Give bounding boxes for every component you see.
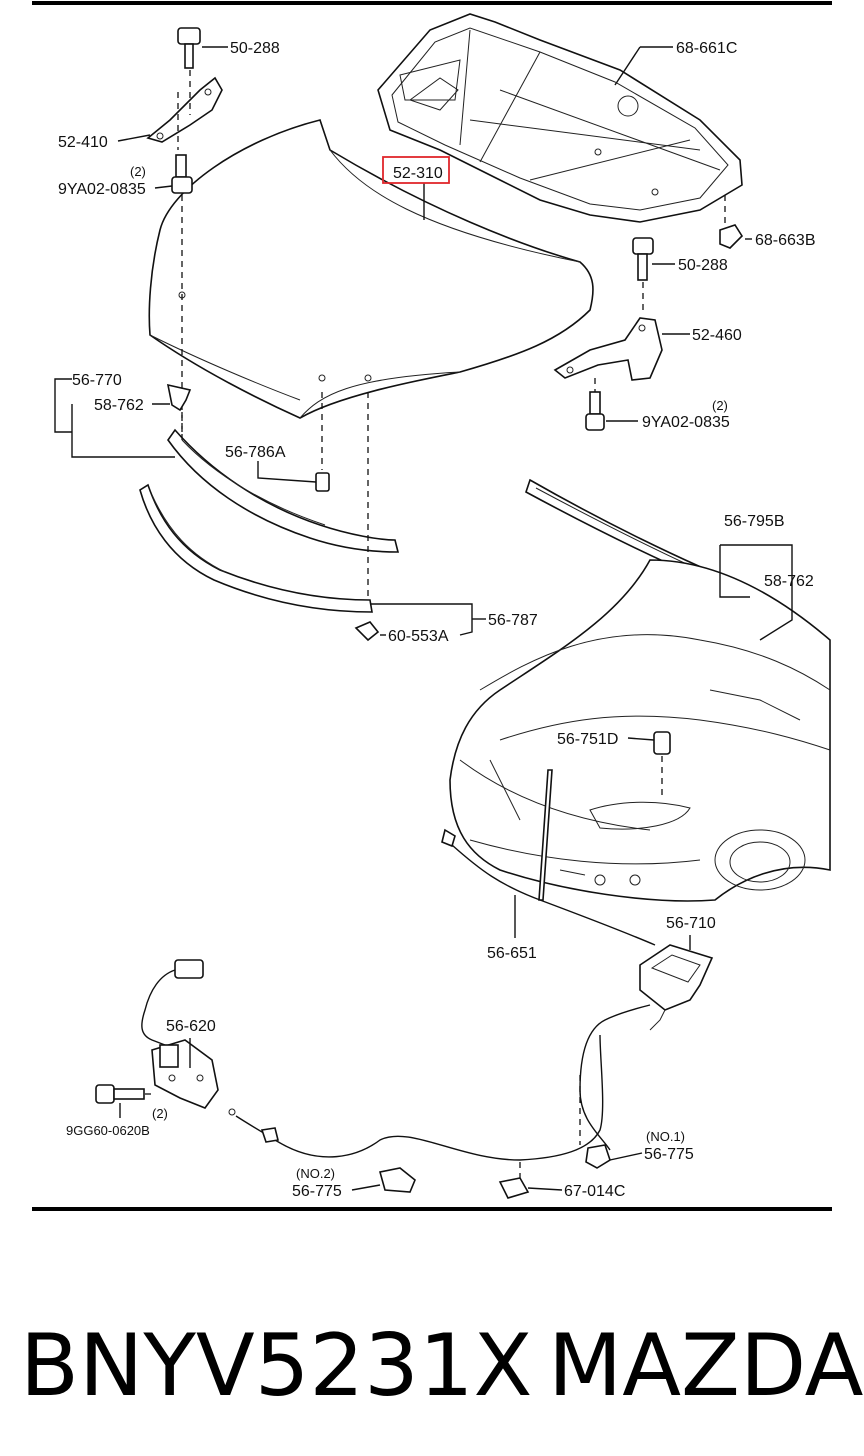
- label-52-460: 52-460: [692, 327, 742, 344]
- label-56-775-no1: 56-775: [644, 1146, 694, 1163]
- label-50-288-right: 50-288: [678, 257, 728, 274]
- label-52-410: 52-410: [58, 134, 108, 151]
- label-9ya02-0835-left: 9YA02-0835: [58, 181, 146, 198]
- cable-clip-no2: [378, 1167, 416, 1193]
- label-67-014c: 67-014C: [564, 1183, 625, 1200]
- label-no2: (NO.2): [296, 1166, 335, 1181]
- hood-prop-rod: [538, 769, 553, 901]
- label-9gg60-0620b: 9GG60-0620B: [66, 1123, 150, 1138]
- cable-clip-67-014c: [498, 1177, 530, 1199]
- clip-60-553a: [354, 621, 380, 642]
- release-cable: [441, 828, 656, 946]
- cable-clip-no1: [585, 1144, 611, 1169]
- hood-hinge-left: [146, 27, 223, 194]
- bump-stop-56-751d: [653, 731, 671, 755]
- label-qty-left-bolt: (2): [130, 164, 146, 179]
- label-56-775-no2: 56-775: [292, 1183, 342, 1200]
- highlight-box-52-310: [382, 156, 450, 184]
- label-qty-latch-bolt: (2): [152, 1106, 168, 1121]
- label-58-762-right: 58-762: [764, 573, 814, 590]
- footer-part-number: BNYV5231X: [20, 1316, 532, 1416]
- release-lever: [639, 944, 714, 1031]
- label-56-651: 56-651: [487, 945, 537, 962]
- label-9ya02-0835-right: 9YA02-0835: [642, 414, 730, 431]
- label-no1: (NO.1): [646, 1129, 685, 1144]
- label-56-620: 56-620: [166, 1018, 216, 1035]
- latch-bolt: [95, 1084, 145, 1104]
- label-qty-right-bolt: (2): [712, 398, 728, 413]
- bump-stop-56-786a: [315, 472, 330, 492]
- label-60-553a: 60-553A: [388, 628, 449, 645]
- leader-lines: [54, 46, 793, 1191]
- hood-seal-rear: [139, 483, 373, 613]
- label-68-661c: 68-661C: [676, 40, 737, 57]
- hood-seal-front: [167, 428, 400, 553]
- label-52-310: 52-310: [393, 165, 443, 182]
- hood-latch: [141, 959, 219, 1109]
- label-56-786a: 56-786A: [225, 444, 286, 461]
- label-58-762-left: 58-762: [94, 397, 144, 414]
- hood-insulator: [377, 13, 743, 223]
- label-56-795b: 56-795B: [724, 513, 785, 530]
- footer-brand: MAZDA: [548, 1316, 864, 1416]
- label-56-710: 56-710: [666, 915, 716, 932]
- label-50-288-top: 50-288: [230, 40, 280, 57]
- hood-hinge-right: [553, 224, 744, 431]
- label-56-787: 56-787: [488, 612, 538, 629]
- hood-clip-left: [166, 383, 192, 412]
- label-68-663b: 68-663B: [755, 232, 816, 249]
- label-56-751d: 56-751D: [557, 731, 618, 748]
- label-56-770: 56-770: [72, 372, 122, 389]
- latch-cable: [228, 1034, 604, 1161]
- hood-panel: [148, 119, 594, 419]
